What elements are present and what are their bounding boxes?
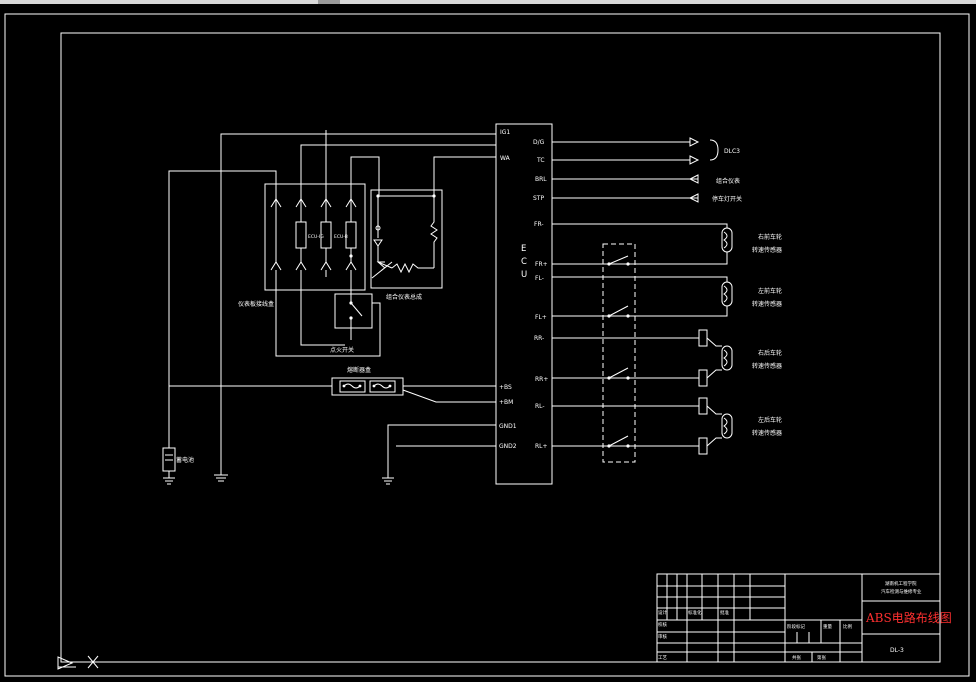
- sensor-fl-line1: 左前车轮: [758, 287, 782, 295]
- pin-fl-plus: FL+: [535, 314, 547, 321]
- pin-gnd2: GND2: [499, 443, 517, 450]
- pin-bm: +BM: [499, 399, 513, 406]
- top-bar-marker: [318, 0, 340, 4]
- combination-meter-output-label: 组合仪表: [716, 177, 740, 185]
- tb-label-stage: 阶段标记: [787, 623, 805, 630]
- ecu-letter-c: C: [521, 257, 527, 267]
- ecu-box[interactable]: E C U: [495, 123, 553, 485]
- tb-label-process: 工艺: [658, 655, 667, 661]
- power-wiring[interactable]: [168, 130, 496, 485]
- drawing-number: DL-3: [890, 647, 904, 654]
- fr-sensor-wires[interactable]: [552, 223, 733, 266]
- pin-tc: TC: [536, 157, 545, 164]
- sensor-rr-line2: 转速传感器: [752, 362, 782, 370]
- fuse-box[interactable]: [331, 377, 404, 396]
- pin-fr-plus: FR+: [535, 261, 548, 268]
- ignition-switch[interactable]: [334, 277, 373, 340]
- brl-stp-wires[interactable]: [552, 174, 699, 203]
- ecu-letter-e: E: [521, 244, 526, 254]
- ecu-letter-u: U: [521, 270, 527, 280]
- pin-rr-minus: RR-: [534, 335, 544, 342]
- dlc3-label: DLC3: [724, 148, 740, 155]
- sensor-rr-line1: 右后车轮: [758, 349, 782, 357]
- pin-rl-plus: RL+: [535, 443, 548, 450]
- school-line1: 湖南机工程学院: [885, 580, 917, 587]
- tb-label-review: 审核: [658, 633, 667, 640]
- sensor-fr-line1: 右前车轮: [758, 233, 782, 241]
- dlc-wires[interactable]: [552, 137, 719, 165]
- battery[interactable]: [162, 447, 176, 485]
- rl-sensor-wires[interactable]: [552, 397, 733, 455]
- ucs-icon: [57, 655, 99, 670]
- pin-fr-minus: FR-: [534, 221, 544, 228]
- dash-junction-box[interactable]: [264, 183, 366, 291]
- title-block[interactable]: [656, 573, 941, 663]
- fl-sensor-wires[interactable]: [552, 276, 733, 318]
- top-bar: [0, 0, 976, 4]
- pin-gnd1: GND1: [499, 423, 517, 430]
- pin-fl-minus: FL-: [535, 275, 544, 282]
- pin-rr-plus: RR+: [535, 376, 548, 383]
- pin-stp: STP: [533, 195, 544, 202]
- outer-frame: [4, 13, 970, 677]
- drawing-title: ABS电路布线图: [865, 610, 952, 625]
- pin-wa: WA: [500, 155, 511, 162]
- pin-rl-minus: RL-: [535, 403, 545, 410]
- pin-bs: +BS: [499, 384, 512, 391]
- sensor-rl-line2: 转速传感器: [752, 429, 782, 437]
- sensor-fl-line2: 转速传感器: [752, 300, 782, 308]
- stop-lamp-switch-label: 停车灯开关: [712, 195, 742, 203]
- rr-sensor-wires[interactable]: [552, 329, 733, 387]
- sensor-rl-line1: 左后车轮: [758, 416, 782, 424]
- tb-label-approve: 批准: [720, 609, 729, 616]
- school-line2: 汽车检测与维修专业: [881, 588, 922, 595]
- fuse-label-ecu-b: ECU-B: [334, 234, 348, 240]
- drawing-border: [60, 32, 941, 663]
- combination-meter-label: 组合仪表总成: [386, 293, 422, 301]
- fuse-box-label: 熔断器盒: [347, 366, 371, 374]
- tb-label-check: 校核: [658, 621, 667, 628]
- pin-ig1: IG1: [500, 129, 510, 136]
- sensor-fr-line2: 转速传感器: [752, 246, 782, 254]
- tb-label-weight: 重量: [823, 623, 832, 630]
- shield-dashed-box: [602, 243, 636, 463]
- tb-label-sheet: 第张: [817, 654, 826, 661]
- battery-label: 蓄电池: [176, 456, 194, 464]
- tb-label-scale: 比例: [843, 623, 852, 630]
- dash-junction-box-label: 仪表板接线盒: [238, 300, 274, 308]
- pin-dg: D/G: [533, 139, 545, 146]
- ignition-switch-label: 点火开关: [330, 346, 354, 354]
- tb-label-total-sheets: 共张: [792, 654, 801, 661]
- pin-brl: BRL: [535, 176, 547, 183]
- fuse-label-ecu-ig: ECU-IG: [308, 234, 324, 240]
- tb-label-design: 设计: [658, 609, 667, 616]
- tb-label-standard: 标准化: [688, 609, 702, 616]
- combination-meter-box[interactable]: [370, 189, 443, 289]
